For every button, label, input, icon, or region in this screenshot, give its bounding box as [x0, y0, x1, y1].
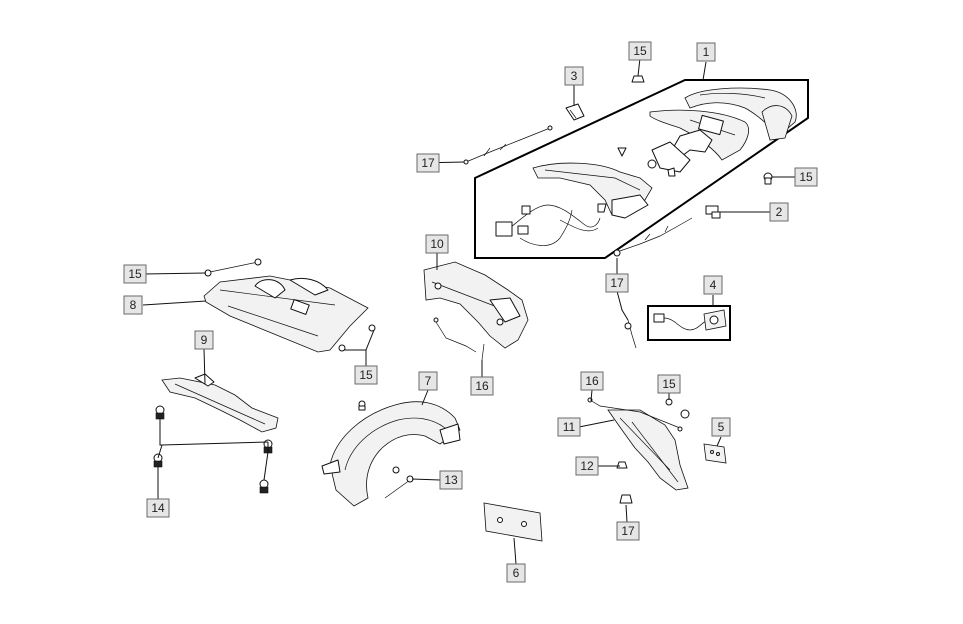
svg-text:15: 15 — [359, 368, 373, 382]
part-seat-tray-8 — [203, 275, 369, 353]
svg-text:11: 11 — [563, 420, 576, 434]
part-group-1-frame — [474, 79, 809, 259]
fastener-15-top — [631, 75, 645, 83]
callout-15-tray[interactable]: 15 — [354, 365, 378, 385]
callout-17-upper[interactable]: 17 — [416, 153, 440, 173]
part-rear-cowl-upper — [684, 87, 797, 141]
svg-text:17: 17 — [421, 156, 435, 170]
callout-9[interactable]: 9 — [194, 330, 214, 350]
svg-text:17: 17 — [610, 276, 624, 290]
cable-16-right — [587, 397, 683, 432]
svg-text:15: 15 — [633, 44, 647, 58]
callout-15-top[interactable]: 15 — [628, 41, 652, 61]
fastener-15-right — [763, 172, 773, 185]
svg-text:16: 16 — [475, 379, 489, 393]
callout-16-left[interactable]: 16 — [470, 376, 494, 396]
svg-text:8: 8 — [130, 298, 137, 312]
cable-17-mid — [613, 217, 693, 349]
part-clip-2 — [705, 205, 721, 219]
callout-16-right[interactable]: 16 — [580, 371, 604, 391]
leader-lines — [142, 57, 797, 565]
svg-text:1: 1 — [703, 45, 710, 59]
svg-text:13: 13 — [444, 473, 458, 487]
svg-text:12: 12 — [580, 459, 594, 473]
callout-13[interactable]: 13 — [439, 470, 463, 490]
part-plate-pad-6 — [483, 502, 543, 542]
svg-text:5: 5 — [718, 420, 725, 434]
callout-1[interactable]: 1 — [696, 42, 716, 62]
callout-12[interactable]: 12 — [575, 456, 599, 476]
nut-17-lower — [619, 494, 633, 504]
part-group-4-frame — [647, 305, 731, 341]
part-bracket-9 — [161, 373, 279, 433]
fastener-15-bracket — [665, 398, 690, 419]
svg-text:3: 3 — [571, 69, 578, 83]
callout-2[interactable]: 2 — [769, 202, 789, 222]
svg-text:9: 9 — [201, 333, 208, 347]
part-rear-fender-7 — [321, 401, 461, 507]
part-subframe-10 — [423, 261, 529, 349]
cable-16-left — [433, 317, 485, 361]
part-wiring-harness — [495, 204, 601, 246]
svg-text:7: 7 — [425, 374, 432, 388]
part-reflector-5 — [703, 443, 727, 464]
nut-12 — [616, 461, 628, 469]
callout-4[interactable]: 4 — [703, 275, 723, 295]
callout-15-lower[interactable]: 15 — [657, 374, 681, 394]
cable-17-upper — [463, 125, 553, 165]
callout-8[interactable]: 8 — [123, 295, 143, 315]
callout-6[interactable]: 6 — [506, 563, 526, 583]
callout-7[interactable]: 7 — [418, 371, 438, 391]
callout-15-left[interactable]: 15 — [123, 264, 147, 284]
callout-10[interactable]: 10 — [425, 234, 449, 254]
svg-text:4: 4 — [710, 278, 717, 292]
svg-text:17: 17 — [621, 524, 635, 538]
part-rear-frame-cowl — [532, 162, 653, 219]
part-inner-bracket — [617, 129, 713, 177]
bolt-13 — [384, 475, 414, 499]
svg-text:6: 6 — [513, 566, 520, 580]
callout-5[interactable]: 5 — [711, 417, 731, 437]
svg-text:2: 2 — [776, 205, 783, 219]
svg-text:16: 16 — [585, 374, 599, 388]
svg-text:15: 15 — [799, 170, 813, 184]
callout-17-mid[interactable]: 17 — [605, 273, 629, 293]
bolt-15-left — [204, 258, 262, 277]
callout-15-right[interactable]: 15 — [794, 167, 818, 187]
callout-3[interactable]: 3 — [564, 66, 584, 86]
svg-text:15: 15 — [662, 377, 676, 391]
part-license-light — [653, 309, 727, 331]
part-bracket-3 — [565, 103, 585, 121]
svg-text:14: 14 — [151, 501, 165, 515]
fasteners-15-tray — [338, 324, 376, 411]
callout-11[interactable]: 11 — [557, 417, 581, 437]
part-plate-bracket-11 — [607, 409, 689, 491]
callout-17-lower[interactable]: 17 — [616, 521, 640, 541]
svg-text:10: 10 — [430, 237, 444, 251]
svg-text:15: 15 — [128, 267, 142, 281]
callout-14[interactable]: 14 — [146, 498, 170, 518]
